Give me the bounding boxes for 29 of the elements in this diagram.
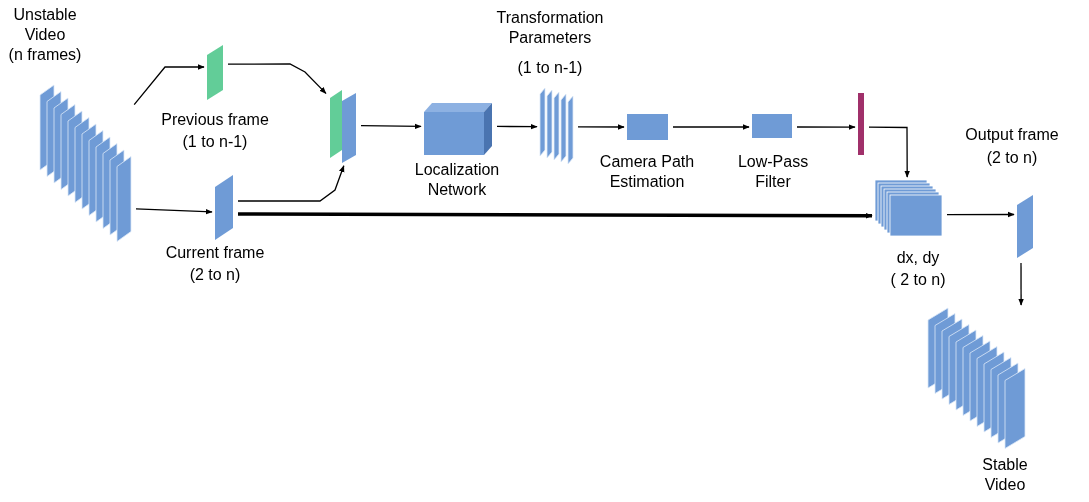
node-label: ( 2 to n) [889, 270, 947, 290]
node-label: (1 to n-1) [516, 58, 584, 78]
arrow [672, 124, 750, 130]
arrow [868, 126, 910, 178]
node-label: Unstable Video [12, 5, 78, 45]
node-label: (2 to n) [985, 148, 1039, 168]
node-label: Camera Path Estimation [598, 152, 696, 192]
arrow [238, 212, 873, 219]
node-label: (2 to n) [188, 265, 242, 285]
node-label: dx, dy [895, 248, 941, 268]
arrow [946, 211, 1015, 218]
arrow [135, 208, 213, 215]
node-label: Current frame [164, 243, 266, 263]
arrow [133, 64, 205, 106]
node-label: Stable Video [981, 455, 1029, 495]
node-label: Localization Network [413, 160, 501, 200]
node-label: Transformation Parameters [495, 8, 605, 48]
node-label: Output frame [964, 125, 1060, 145]
node-label: Low-Pass Filter [736, 152, 810, 192]
node-label: (1 to n-1) [181, 132, 249, 152]
arrow [1018, 262, 1024, 306]
arrow [577, 124, 625, 130]
arrow [227, 63, 327, 95]
node-label: Previous frame [160, 110, 270, 130]
arrow [496, 123, 538, 130]
arrow [360, 123, 422, 130]
arrow [237, 165, 345, 202]
arrow [796, 124, 856, 130]
node-label: (n frames) [7, 45, 83, 65]
